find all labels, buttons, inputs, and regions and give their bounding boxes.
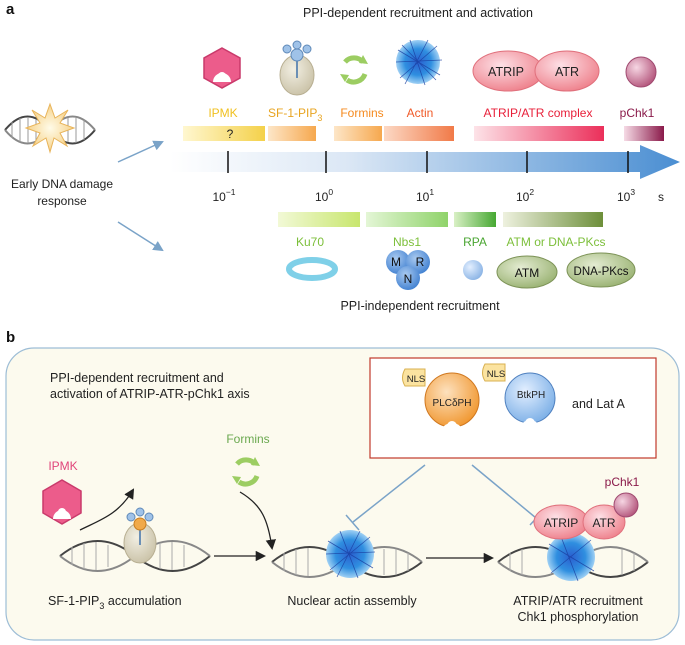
step1-label: SF-1-PIP3 accumulation — [48, 594, 182, 611]
atrip-atr-complex-icon — [472, 50, 600, 92]
label-ku70: Ku70 — [296, 235, 324, 249]
label-nbs1: Nbs1 — [393, 235, 421, 249]
bar-rpa — [454, 212, 496, 227]
step3-label-line1: ATRIP/ATR recruitment — [513, 594, 643, 608]
mrn-complex-icon — [386, 250, 430, 290]
bar-pchk1 — [624, 126, 664, 141]
panel-b-letter: b — [6, 329, 15, 346]
atrip-text: ATRIP — [488, 65, 524, 79]
atm-text: ATM — [515, 266, 539, 280]
formins-b-label: Formins — [226, 432, 269, 446]
dnapkcs-text: DNA-PKcs — [574, 266, 629, 278]
nls-tag-2 — [482, 363, 506, 382]
step3-label-line2: Chk1 phosphorylation — [518, 610, 639, 624]
lat-a-text: and Lat A — [572, 397, 625, 411]
btk-ph-text: BtkPH — [517, 390, 545, 401]
bar-nbs1 — [366, 212, 448, 227]
complex-pchk1-text: pChk1 — [605, 475, 640, 489]
plc-delta-ph-icon — [424, 372, 480, 433]
label-rpa: RPA — [463, 235, 487, 249]
label-ipmk: IPMK — [208, 106, 237, 120]
label-atm-dnapkcs: ATM or DNA-PKcs — [506, 235, 605, 249]
dnapkcs-icon — [566, 252, 636, 288]
formins-arrow — [239, 491, 276, 551]
atr-text: ATR — [555, 65, 579, 79]
panel-a-letter: a — [6, 1, 15, 18]
ipmk-icon — [203, 47, 241, 89]
nls-text-2: NLS — [487, 369, 505, 380]
formins-b-icon — [232, 457, 260, 487]
dna-damage-icon — [4, 102, 96, 154]
mrn-n: N — [404, 272, 413, 286]
bar-sf1-pip3 — [268, 126, 316, 141]
side-label-line2: response — [37, 194, 87, 208]
dna-sf1-icon — [59, 507, 211, 572]
nls-text-1: NLS — [407, 374, 425, 385]
tick-label-4: 103 — [617, 187, 635, 204]
ipmk-b-icon — [42, 479, 82, 525]
complex-atrip-text: ATRIP — [544, 516, 578, 530]
panel-b-title-line1: PPI-dependent recruitment and — [50, 371, 224, 385]
arrow-to-ppi-dependent — [117, 140, 164, 163]
bar-actin — [384, 126, 454, 141]
bar-ku70 — [278, 212, 360, 227]
axis-unit: s — [658, 190, 664, 204]
bar-ipmk — [183, 126, 265, 141]
label-actin: Actin — [407, 106, 434, 120]
btk-ph-icon — [504, 372, 556, 430]
axis-ticks — [227, 151, 629, 173]
atm-icon — [496, 255, 558, 289]
tick-label-2: 101 — [416, 187, 434, 204]
dna-atrip-atr-icon — [497, 492, 649, 582]
label-formins: Formins — [340, 106, 383, 120]
ipmk-arrow — [79, 488, 135, 531]
bar-atrip-atr — [474, 126, 604, 141]
tick-label-1: 100 — [315, 187, 333, 204]
step2-label: Nuclear actin assembly — [287, 594, 417, 608]
tick-label-0: 10−1 — [212, 187, 235, 204]
ipmk-b-label: IPMK — [48, 459, 77, 473]
formins-icon — [340, 55, 368, 85]
complex-atr-text: ATR — [592, 516, 615, 530]
actin-filament-icon — [395, 39, 443, 86]
side-label-line1: Early DNA damage — [11, 177, 113, 191]
bar-atm-dnapkcs — [503, 212, 603, 227]
label-atrip-atr-complex: ATRIP/ATR complex — [484, 106, 593, 120]
plc-delta-ph-text: PLCδPH — [433, 398, 472, 409]
panel-a-footer: PPI-independent recruitment — [340, 299, 500, 313]
rpa-icon — [463, 260, 483, 280]
bar-formins — [334, 126, 382, 141]
label-pchk1: pChk1 — [620, 106, 655, 120]
question-mark: ? — [227, 127, 234, 141]
dna-actin-icon — [271, 530, 423, 579]
ku70-ring-icon — [286, 257, 338, 281]
mrn-m: M — [391, 255, 401, 269]
tick-label-3: 102 — [516, 187, 534, 204]
time-axis-arrow — [170, 145, 680, 179]
panel-b-title-line2: activation of ATRIP-ATR-pChk1 axis — [50, 387, 250, 401]
nls-tag-1 — [402, 368, 426, 387]
mrn-r: R — [416, 255, 425, 269]
panel-a-header: PPI-dependent recruitment and activation — [303, 6, 533, 20]
pchk1-icon — [625, 56, 657, 88]
arrow-to-ppi-independent — [117, 221, 164, 252]
sf1-pip3-icon — [279, 40, 315, 96]
label-sf1-pip3: SF-1-PIP3 — [268, 106, 322, 123]
